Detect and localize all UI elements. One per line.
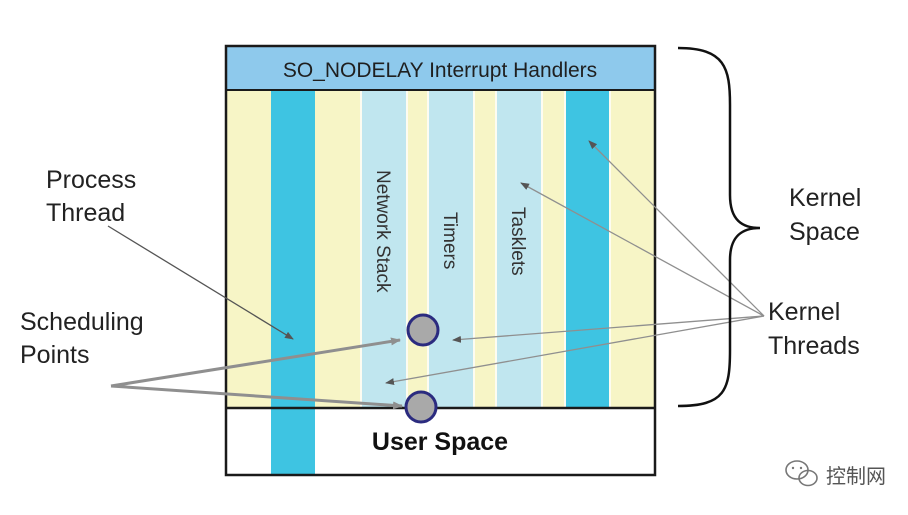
process-label-line1: Process — [46, 166, 136, 194]
wechat-icon — [785, 460, 818, 487]
user-space-label: User Space — [372, 428, 508, 456]
header-band — [227, 47, 654, 90]
timers-column — [429, 90, 473, 408]
tasklets-label: Tasklets — [507, 207, 528, 276]
scheduling-label-line1: Scheduling — [20, 308, 144, 336]
scheduling-point-arrows — [110, 337, 403, 410]
kernel-threads-label-line1: Kernel — [768, 298, 840, 326]
kernel-thread-arrows — [385, 140, 765, 386]
outer-frame — [224, 44, 657, 477]
header-title: SO_NODELAY Interrupt Handlers — [283, 59, 597, 82]
kernel-space-label-line2: Space — [789, 218, 860, 246]
kernel-space-label-line1: Kernel — [789, 184, 861, 212]
process-thread-pointer — [107, 225, 294, 340]
watermark: 控制网 — [785, 460, 886, 488]
timers-label: Timers — [439, 212, 460, 269]
network-stack-column — [362, 90, 406, 408]
column-separators — [360, 90, 611, 408]
process-label-line2: Thread — [46, 199, 125, 227]
watermark-text: 控制网 — [826, 465, 886, 488]
tasklets-column — [497, 90, 541, 408]
kernel-thread-column — [566, 90, 609, 408]
scheduling-point-circle — [404, 390, 438, 424]
scheduling-label-line2: Points — [20, 341, 89, 369]
kernel-threads-label-line2: Threads — [768, 332, 860, 360]
scheduling-point-circle — [406, 313, 440, 347]
process-thread-column — [271, 90, 315, 474]
kernel-space-brace — [677, 46, 761, 408]
network-stack-label: Network Stack — [372, 170, 393, 293]
